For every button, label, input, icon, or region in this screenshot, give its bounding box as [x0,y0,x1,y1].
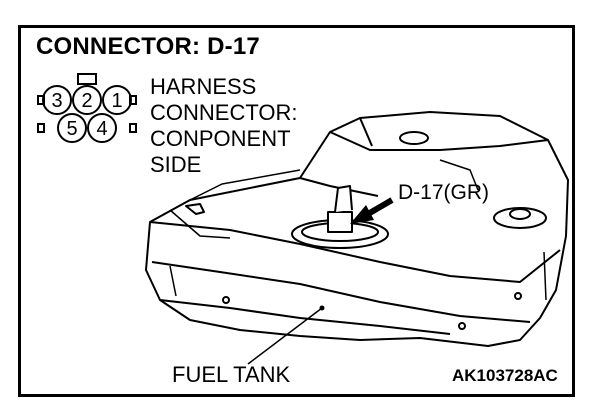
harness-label-line-1: HARNESS [150,74,257,99]
harness-connector-label: HARNESS CONNECTOR: CONPONENT SIDE [150,74,298,178]
pin-label-4: 4 [96,118,107,140]
fuel-tank-leader-line [247,307,323,365]
harness-label-line-3: CONPONENT [150,126,291,151]
diagram-title: CONNECTOR: D-17 [36,33,260,60]
fuel-tank-drawing [145,111,569,347]
harness-label-line-4: SIDE [150,152,202,177]
connector-callout-arrow [350,197,394,224]
connector-callout-label: D-17(GR) [398,181,490,204]
pin-circle-5 [57,113,87,143]
pin-label-1: 1 [111,90,122,112]
pin-circle-3 [42,85,72,115]
pin-circle-1 [102,85,132,115]
connector-pinout [37,73,137,143]
pin-label-2: 2 [81,90,92,112]
pin-circle-2 [72,85,102,115]
harness-label-line-2: CONNECTOR: [150,100,298,125]
pin-circle-4 [87,113,117,143]
reference-code: AK103728AC [452,366,558,385]
fuel-tank-label: FUEL TANK [172,362,291,387]
pin-label-3: 3 [51,90,62,112]
pin-label-5: 5 [66,118,77,140]
